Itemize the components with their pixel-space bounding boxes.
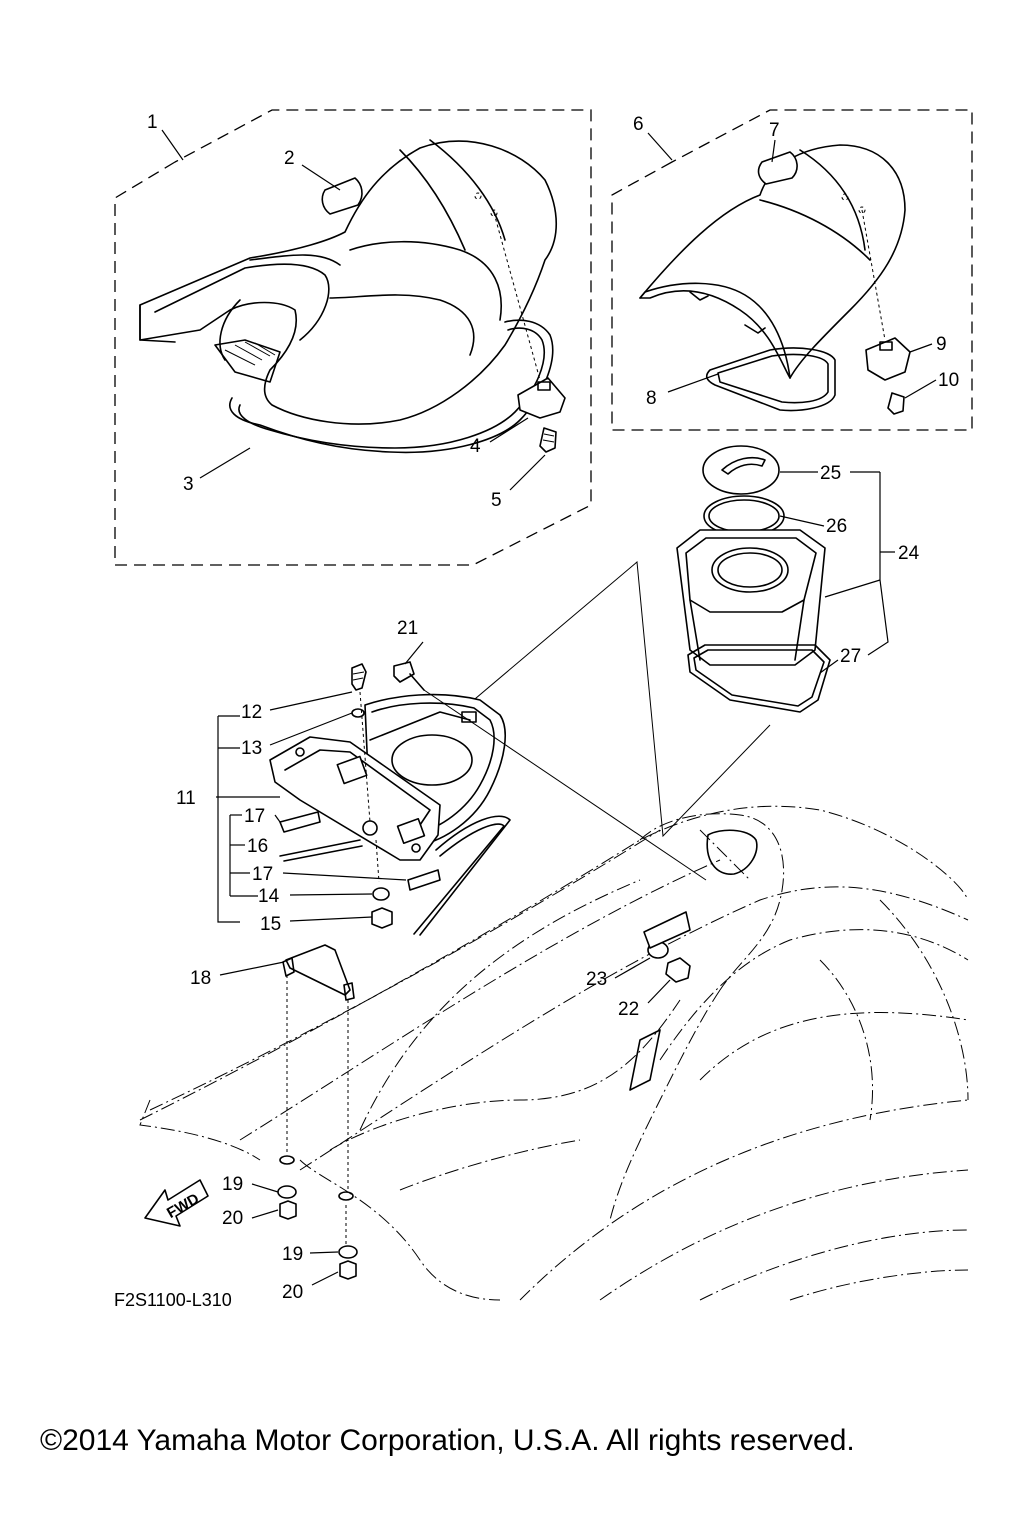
leader-lines (161, 129, 937, 1286)
callout-22: 22 (618, 999, 639, 1020)
callout-19b: 19 (282, 1244, 303, 1265)
callout-17a: 17 (244, 806, 265, 827)
callout-16: 16 (247, 836, 268, 857)
hull-outline (139, 805, 969, 1301)
callout-3: 3 (183, 474, 194, 495)
callout-9: 9 (936, 334, 947, 355)
forward-arrow-icon: FWD (144, 1179, 209, 1227)
callout-7: 7 (769, 120, 780, 141)
callout-5: 5 (491, 490, 502, 511)
callout-12: 12 (241, 702, 262, 723)
callout-20b: 20 (282, 1282, 303, 1303)
callout-labels: 1 2 3 4 5 6 7 8 9 10 11 12 13 14 15 16 1… (147, 112, 959, 1303)
callout-10: 10 (938, 370, 959, 391)
callout-23: 23 (586, 969, 607, 990)
callout-26: 26 (826, 516, 847, 537)
bracket-18-group (277, 944, 358, 1280)
callout-14: 14 (258, 886, 280, 907)
callout-8: 8 (646, 388, 657, 409)
callout-6: 6 (633, 114, 644, 135)
callout-13: 13 (241, 738, 262, 759)
callout-20a: 20 (222, 1208, 243, 1229)
callout-21: 21 (397, 618, 418, 639)
callout-4: 4 (470, 436, 481, 457)
copyright-notice: ©2014 Yamaha Motor Corporation, U.S.A. A… (40, 1424, 855, 1457)
callout-24: 24 (898, 543, 920, 564)
drawing-code: F2S1100-L310 (114, 1290, 232, 1310)
frame-11-group (269, 661, 707, 983)
callout-15: 15 (260, 914, 281, 935)
callout-1: 1 (147, 112, 158, 133)
storage-box-24 (676, 445, 831, 713)
callout-19a: 19 (222, 1174, 243, 1195)
callout-2: 2 (284, 148, 295, 169)
callout-11: 11 (176, 788, 196, 809)
seat-6-group (611, 109, 973, 431)
callout-25: 25 (820, 463, 841, 484)
callout-17b: 17 (252, 864, 273, 885)
seat-1-group (114, 109, 592, 566)
callout-27: 27 (840, 646, 861, 667)
callout-18: 18 (190, 968, 211, 989)
